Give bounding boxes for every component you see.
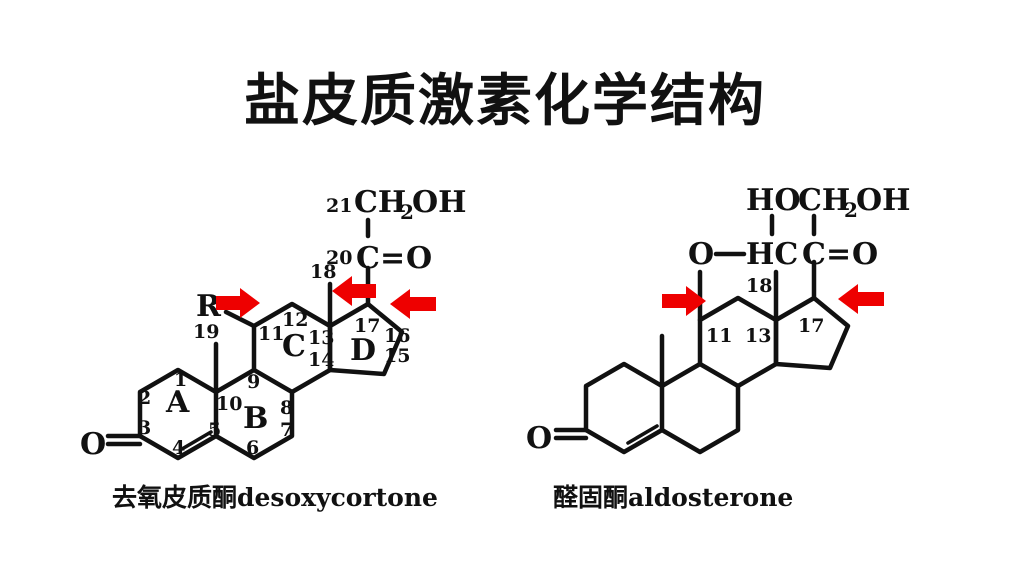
- bond-c4-c5-double-inner: [626, 424, 659, 445]
- locant-10: 10: [216, 393, 242, 415]
- locant-11: 11: [258, 323, 284, 345]
- locant-15: 15: [384, 345, 410, 367]
- locant-3: 3: [138, 417, 151, 439]
- molecule-desoxycortone: O 19 18 R 20 C = O 21: [80, 185, 530, 466]
- locant-12: 12: [282, 309, 308, 331]
- locant-16: 16: [384, 325, 410, 347]
- bond-c4-c5-double-inner: [180, 430, 213, 451]
- locant-6: 6: [246, 437, 259, 459]
- arrow-c20-ketone: [332, 276, 376, 306]
- arrow-c20-ketone-shape: [390, 289, 436, 319]
- ring-d-skeleton: [773, 295, 851, 371]
- locant-21: 21: [326, 195, 352, 217]
- locant-17: 17: [354, 315, 380, 337]
- ring-d-skeleton: [327, 301, 405, 377]
- bond-c20-o-double-glyph: =: [380, 241, 405, 276]
- ring-label-b: B: [243, 401, 268, 436]
- locant-18-right: 18: [746, 275, 772, 297]
- atom-ketone-oxygen-left: O: [80, 427, 106, 462]
- caption-aldosterone: 醛固酮aldosterone: [553, 483, 794, 512]
- locant-18: 18: [310, 261, 336, 283]
- bond-c11-r-group: [223, 309, 257, 329]
- caption-desoxycortone: 去氧皮质酮desoxycortone: [112, 483, 438, 512]
- arrow-c20-ketone-right: [838, 284, 884, 314]
- atom-c21-oh: OH: [412, 185, 466, 220]
- atom-c20: C: [356, 241, 380, 276]
- locant-5: 5: [208, 419, 221, 441]
- arrow-r-group: [216, 288, 260, 318]
- ring-a-skeleton: [583, 361, 665, 455]
- locant-9: 9: [247, 371, 260, 393]
- ring-c-skeleton: [697, 295, 779, 389]
- locant-17-right: 17: [798, 315, 824, 337]
- locant-14: 14: [308, 349, 334, 371]
- atom-ketone-oxygen-right: O: [526, 421, 552, 456]
- arrow-c11-oxygen-bridge: [662, 286, 706, 316]
- locant-4: 4: [172, 437, 185, 459]
- locant-8: 8: [280, 397, 293, 419]
- ring-label-c: C: [282, 329, 306, 364]
- ring-label-d: D: [350, 333, 376, 368]
- locant-1: 1: [174, 369, 187, 391]
- atom-c21-subscript: 2: [400, 200, 414, 224]
- ring-b-skeleton: [659, 361, 741, 455]
- locant-13: 13: [308, 327, 334, 349]
- atom-c20-oxygen-right: O: [852, 237, 878, 272]
- atom-ch2oh-oh: OH: [856, 183, 910, 218]
- atom-c21-ch2: CH: [354, 185, 406, 220]
- page-title: 盐皮质激素化学结构: [244, 68, 766, 134]
- locant-7: 7: [280, 419, 293, 441]
- locant-13-right: 13: [745, 325, 771, 347]
- ring-label-a: A: [165, 385, 190, 420]
- atom-ch2oh-subscript: 2: [844, 198, 858, 222]
- atom-ch2oh-ch: CH: [798, 183, 850, 218]
- atom-c20-oxygen: O: [406, 241, 432, 276]
- atom-c18-hc: HC: [746, 237, 798, 272]
- locant-19: 19: [193, 321, 219, 343]
- bond-c20-o-double-glyph-right: =: [826, 237, 851, 272]
- atom-bridge-oxygen: O: [688, 237, 714, 272]
- atom-hydroxyl-ho: HO: [746, 183, 800, 218]
- molecule-aldosterone: O 11 13 18 17 O HC C =: [526, 183, 970, 466]
- atom-c20-right: C: [802, 237, 826, 272]
- ring-b-skeleton: [213, 367, 295, 461]
- locant-11-right: 11: [706, 325, 732, 347]
- ring-c-skeleton: [251, 301, 333, 395]
- locant-2: 2: [138, 387, 151, 409]
- locant-20: 20: [326, 247, 352, 269]
